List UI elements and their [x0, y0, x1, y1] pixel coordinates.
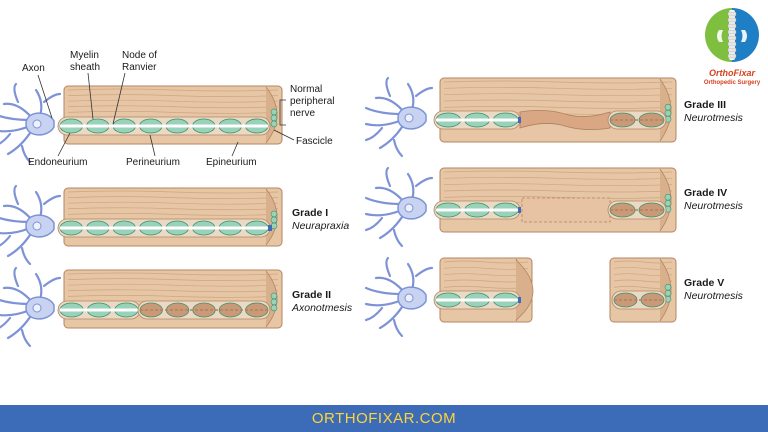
nerve-normal [0, 82, 283, 164]
nerve-grade-4 [364, 166, 677, 248]
logo-tagline: Orthopedic Surgery [703, 80, 761, 86]
grade-4-title: Grade IV [684, 187, 727, 199]
grade-1-title: Grade I [292, 207, 328, 219]
label-epineurium: Epineurium [206, 157, 257, 168]
spine-logo-icon [704, 7, 760, 63]
label-normal-nerve-line3: nerve [290, 108, 315, 119]
label-node-of-ranvier-line2: Ranvier [122, 62, 157, 73]
grade-labels: Grade I Neurapraxia Grade II Axonotmesis… [291, 99, 744, 314]
grade-1-subtitle: Neurapraxia [292, 220, 349, 232]
logo-brand-name: OrthoFixar [708, 68, 755, 78]
label-axon: Axon [22, 63, 45, 74]
nerve-grade-1 [0, 184, 283, 266]
grade-5-title: Grade V [684, 277, 724, 289]
nerve-illustrations [0, 76, 677, 348]
grade-2-subtitle: Axonotmesis [291, 302, 353, 314]
grade-4-subtitle: Neurotmesis [684, 200, 744, 212]
nerve-grade-5 [364, 256, 677, 338]
label-normal-nerve-line1: Normal [290, 84, 322, 95]
label-myelin-sheath-line2: sheath [70, 62, 100, 73]
label-endoneurium: Endoneurium [28, 157, 87, 168]
grade-3-subtitle: Neurotmesis [684, 112, 744, 124]
nerve-grade-2 [0, 266, 283, 348]
label-normal-nerve-line2: peripheral [290, 96, 334, 107]
label-node-of-ranvier-line1: Node of [122, 50, 157, 61]
grade-5-subtitle: Neurotmesis [684, 290, 744, 302]
orthofixar-logo: OrthoFixar Orthopedic Surgery [700, 4, 764, 96]
normal-nerve-labels: Axon Myelin sheath Node of Ranvier Norma… [22, 50, 334, 168]
grade-3-title: Grade III [684, 99, 726, 111]
footer-bar: ORTHOFIXAR.COM [0, 405, 768, 432]
nerve-grade-3 [364, 76, 677, 158]
label-fascicle: Fascicle [296, 136, 333, 147]
label-myelin-sheath-line1: Myelin [70, 50, 99, 61]
footer-site-link[interactable]: ORTHOFIXAR.COM [311, 410, 457, 427]
grade-2-title: Grade II [292, 289, 331, 301]
label-perineurium: Perineurium [126, 157, 180, 168]
